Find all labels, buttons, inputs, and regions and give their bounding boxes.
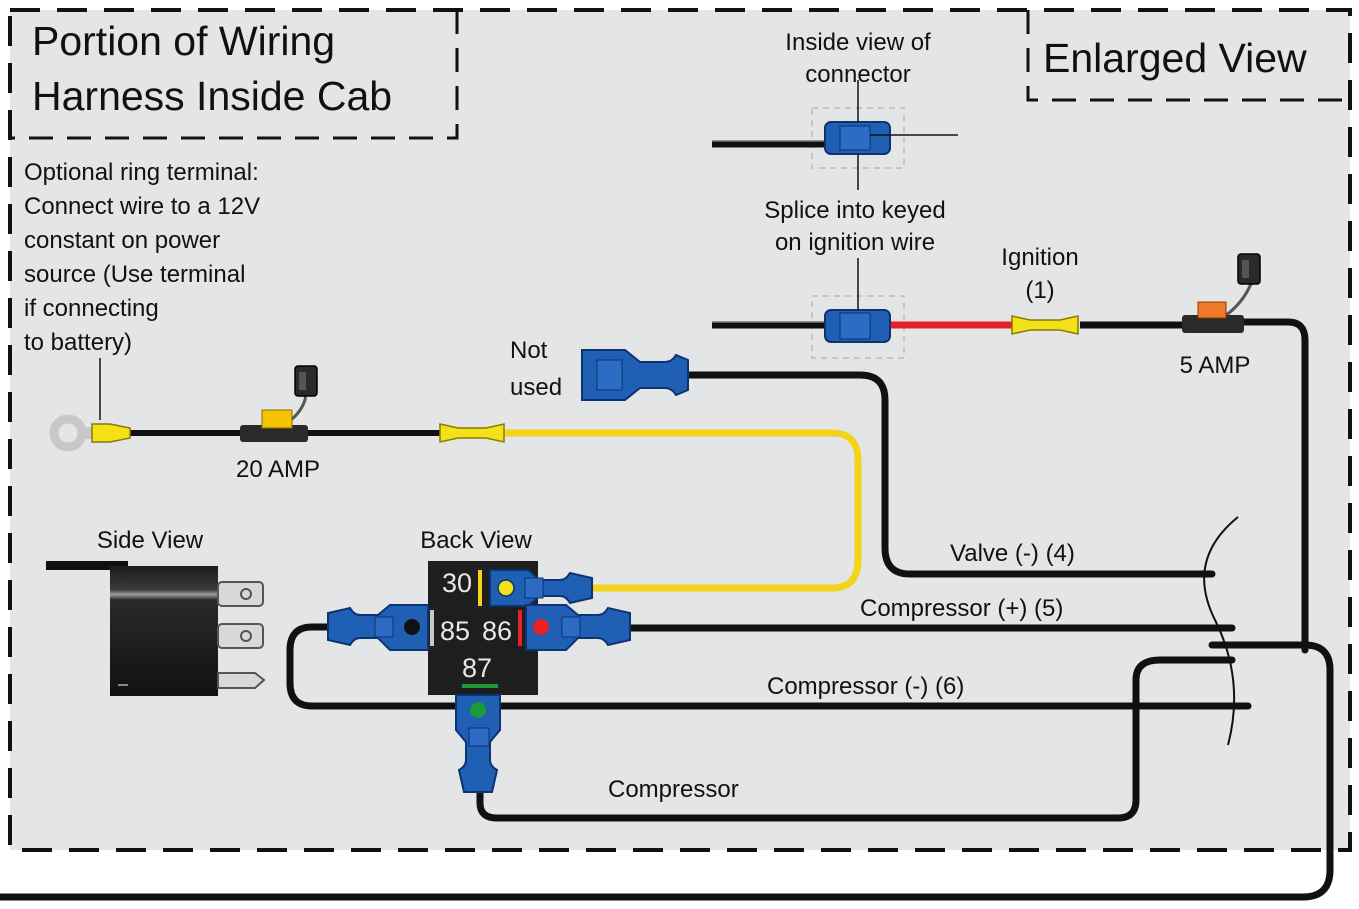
pin85-connector: [327, 604, 429, 651]
butt-connector-yellow-wire: [439, 423, 505, 443]
cut-mark-curve: [1203, 516, 1239, 746]
cab-title-box: [10, 10, 459, 140]
wire-ignition-fused: [1241, 318, 1309, 654]
inside-view-label-line1: Inside view of: [785, 29, 931, 56]
side-view-label: Side View: [97, 527, 204, 554]
splice-label-line2: on ignition wire: [775, 229, 935, 256]
compressor-negative-label: Compressor (-) (6): [767, 673, 964, 700]
wires: [0, 318, 1334, 901]
enlarged-view-title: Enlarged View: [1043, 35, 1307, 81]
ignition-butt-connector: [1011, 315, 1190, 335]
ring-note-line5: if connecting: [24, 295, 159, 322]
fuse-20amp-label: 20 AMP: [236, 456, 320, 483]
compressor-label: Compressor: [608, 776, 739, 803]
wire-compressor-87: [476, 656, 1236, 822]
ring-note-line6: to battery): [24, 329, 132, 356]
not-used-connector: [581, 349, 689, 401]
cab-title-line1: Portion of Wiring: [32, 18, 335, 64]
wire-compressor-negative: [286, 623, 1252, 710]
fuse-holder-5amp: [1182, 253, 1261, 333]
inside-view-label-line2: connector: [805, 61, 910, 88]
back-view-label: Back View: [420, 527, 532, 554]
pin86-connector: [525, 604, 631, 651]
not-used-label-line2: used: [510, 374, 562, 401]
relay-pin-30: 30: [442, 568, 472, 598]
splice-label-line1: Splice into keyed: [764, 197, 945, 224]
splice-connector: [712, 258, 1015, 359]
wire-valve: [684, 371, 1216, 578]
ignition-label-line1: Ignition: [1001, 244, 1078, 271]
not-used-label-line1: Not: [510, 337, 548, 364]
relay-pin-87: 87: [462, 653, 492, 683]
ring-note-line1: Optional ring terminal:: [24, 159, 259, 186]
inside-view-connector: [712, 80, 958, 190]
ring-note-line2: Connect wire to a 12V: [24, 193, 260, 220]
panel-dashed-border: [8, 8, 1352, 852]
ring-note-line3: constant on power: [24, 227, 220, 254]
pin87-connector: [455, 694, 501, 793]
wire-outer-return: [0, 641, 1334, 901]
compressor-positive-label: Compressor (+) (5): [860, 595, 1063, 622]
valve-wire-label: Valve (-) (4): [950, 540, 1075, 567]
relay-pin-86: 86: [482, 616, 512, 646]
relay-pin-85: 85: [440, 616, 470, 646]
pin30-connector: [489, 569, 593, 607]
ring-note-line4: source (Use terminal: [24, 261, 245, 288]
cab-title-line2: Harness Inside Cab: [32, 73, 392, 119]
fuse-5amp-label: 5 AMP: [1180, 352, 1251, 379]
relay-side-view: [46, 561, 266, 696]
fuse-holder-20amp: [240, 365, 318, 442]
enlarged-view-box: [1026, 10, 1350, 102]
wire-yellow-battery: [496, 429, 862, 592]
ignition-label-line2: (1): [1025, 277, 1054, 304]
ring-terminal: [49, 358, 131, 452]
